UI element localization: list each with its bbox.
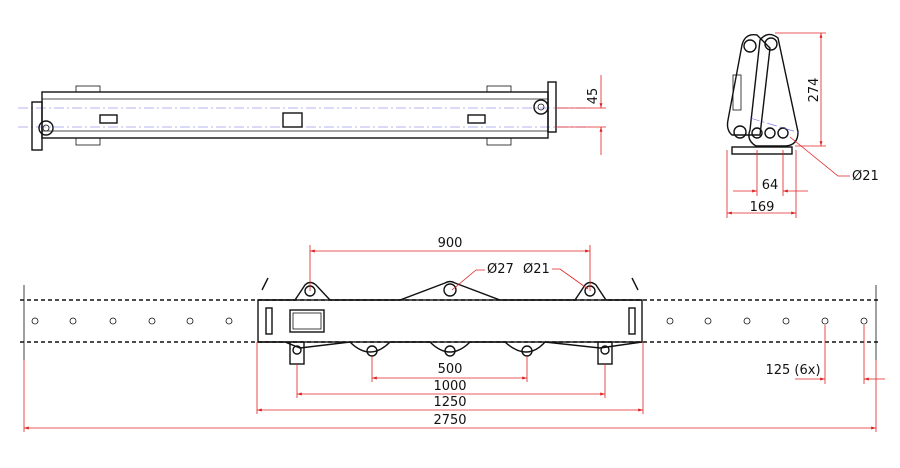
dim-hole-27: Ø27 — [487, 262, 514, 277]
dim-900: 900 — [438, 236, 463, 251]
top-view: 45 — [18, 75, 606, 155]
dim-64: 64 — [762, 178, 779, 193]
dim-hole-21-front: Ø21 — [523, 262, 550, 277]
dim-500: 500 — [438, 362, 463, 377]
dim-274: 274 — [807, 78, 822, 103]
beam-pitch-holes — [31, 317, 868, 325]
side-view: 274 Ø21 64 169 — [726, 32, 879, 218]
dim-169: 169 — [750, 200, 775, 215]
dim-hole-21: Ø21 — [852, 169, 879, 184]
front-view: 900 Ø27 Ø21 500 1000 1250 2750 125 (6x) — [20, 236, 885, 432]
dim-125-6x: 125 (6x) — [765, 363, 820, 378]
dim-1000: 1000 — [433, 379, 466, 394]
dim-45: 45 — [586, 88, 601, 105]
dim-2750: 2750 — [433, 413, 466, 428]
dim-1250: 1250 — [433, 395, 466, 410]
